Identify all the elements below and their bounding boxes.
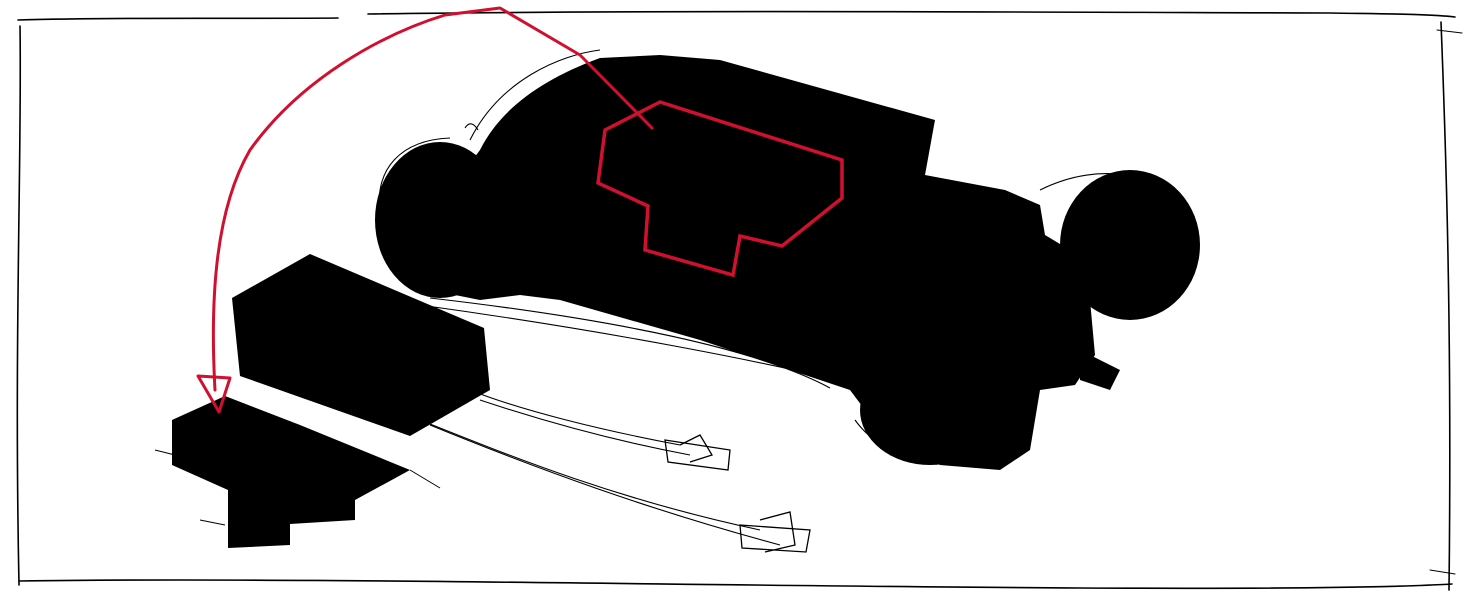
vehicle-wheel-rear-right — [860, 355, 1000, 465]
frame-top-left — [18, 18, 338, 20]
frame-bottom — [20, 580, 1452, 588]
frame-right — [1441, 22, 1450, 590]
connector-plug-lower — [740, 512, 810, 552]
frame-top-right — [368, 12, 1455, 17]
box-cables — [420, 390, 780, 545]
vehicle-wheel-front-right — [1060, 170, 1200, 320]
frame-left — [17, 26, 20, 585]
vehicle — [375, 50, 1200, 470]
